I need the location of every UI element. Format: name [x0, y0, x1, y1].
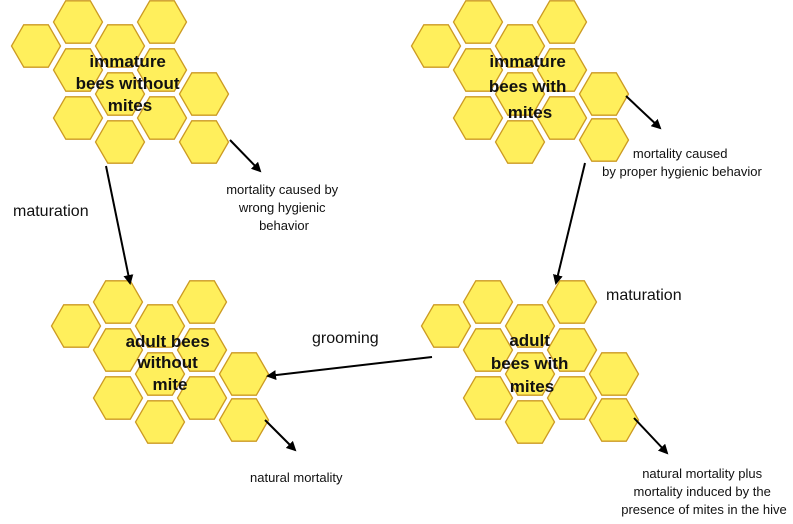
honeycomb-cell	[134, 400, 186, 444]
label-natural-mortality: natural mortality	[250, 470, 343, 485]
honeycomb-cell	[546, 376, 598, 420]
honeycomb-cell	[176, 328, 228, 372]
cluster-title-adult-with-mites: adult bees with mites	[491, 331, 573, 396]
honeycomb-cell	[494, 24, 546, 68]
honeycomb-cell	[420, 304, 472, 348]
mortality-arrow-adult-with	[633, 417, 669, 455]
honeycomb-cell	[134, 304, 186, 348]
honeycomb-cell	[218, 398, 270, 442]
honeycomb-cell	[462, 376, 514, 420]
honeycomb-cell	[536, 96, 588, 140]
honeycomb-cell	[546, 328, 598, 372]
honeycomb-cell	[494, 72, 546, 116]
honeycomb-cell	[462, 280, 514, 324]
honeycomb-cell	[52, 48, 104, 92]
honeycomb-cell	[94, 72, 146, 116]
honeycomb-cell	[136, 48, 188, 92]
honeycomb-cell	[176, 376, 228, 420]
honeycomb-cell	[92, 280, 144, 324]
honeycomb-cell	[94, 120, 146, 164]
label-grooming: grooming	[312, 330, 379, 347]
honeycomb-cell	[462, 328, 514, 372]
honeycomb-cell	[504, 304, 556, 348]
label-natural-mortality-plus-mites: natural mortality plus mortality induced…	[621, 466, 786, 517]
label-proper-hygienic-mortality: mortality caused by proper hygienic beha…	[602, 146, 762, 179]
cluster-title-immature-without-mites: immature bees without mites	[76, 52, 185, 115]
mortality-arrow-immature-without	[229, 139, 262, 173]
cluster-title-immature-with-mites: immature bees with mites	[489, 52, 571, 122]
hex-cluster-immature-without-mites	[10, 0, 230, 164]
cluster-title-adult-without-mite: adult bees without mite	[126, 332, 215, 394]
honeycomb-cell	[10, 24, 62, 68]
honeycomb-cell	[588, 352, 640, 396]
honeycomb-cell	[178, 120, 230, 164]
honeycomb-cell	[536, 0, 588, 44]
honeycomb-cell	[452, 96, 504, 140]
honeycomb-cell	[52, 96, 104, 140]
honeycomb-cell	[578, 118, 630, 162]
honeycomb-cell	[94, 24, 146, 68]
honeycomb-cell	[92, 376, 144, 420]
honeycomb-cell	[136, 96, 188, 140]
maturation-arrow-right	[553, 162, 586, 285]
honeycomb-cell	[50, 304, 102, 348]
maturation-arrow-left	[105, 165, 134, 285]
honeycomb-cell	[452, 0, 504, 44]
honeycomb-cell	[178, 72, 230, 116]
honeycomb-cell	[134, 352, 186, 396]
grooming-arrow	[266, 356, 433, 381]
label-wrong-hygienic-mortality: mortality caused by wrong hygienic behav…	[226, 182, 342, 233]
hex-cluster-adult-without-mite	[50, 280, 270, 444]
label-maturation-left: maturation	[13, 203, 89, 220]
mortality-arrow-immature-with	[625, 95, 662, 130]
honeycomb-cell	[136, 0, 188, 44]
hex-cluster-immature-with-mites	[410, 0, 630, 164]
honeycomb-cell	[546, 280, 598, 324]
honeycomb-cell	[218, 352, 270, 396]
honeycomb-cell	[410, 24, 462, 68]
hex-cluster-adult-with-mites	[420, 280, 640, 444]
hexagon-layer	[10, 0, 640, 444]
honeycomb-cell	[578, 72, 630, 116]
honeycomb-cell	[504, 400, 556, 444]
mortality-arrow-adult-without	[264, 419, 297, 452]
label-maturation-right: maturation	[606, 287, 682, 304]
honeycomb-cell	[504, 352, 556, 396]
honeycomb-cell	[494, 120, 546, 164]
honeycomb-cell	[176, 280, 228, 324]
honeycomb-cell	[588, 398, 640, 442]
honeycomb-cell	[452, 48, 504, 92]
honeycomb-cell	[92, 328, 144, 372]
honeycomb-cell	[536, 48, 588, 92]
honeycomb-cell	[52, 0, 104, 44]
